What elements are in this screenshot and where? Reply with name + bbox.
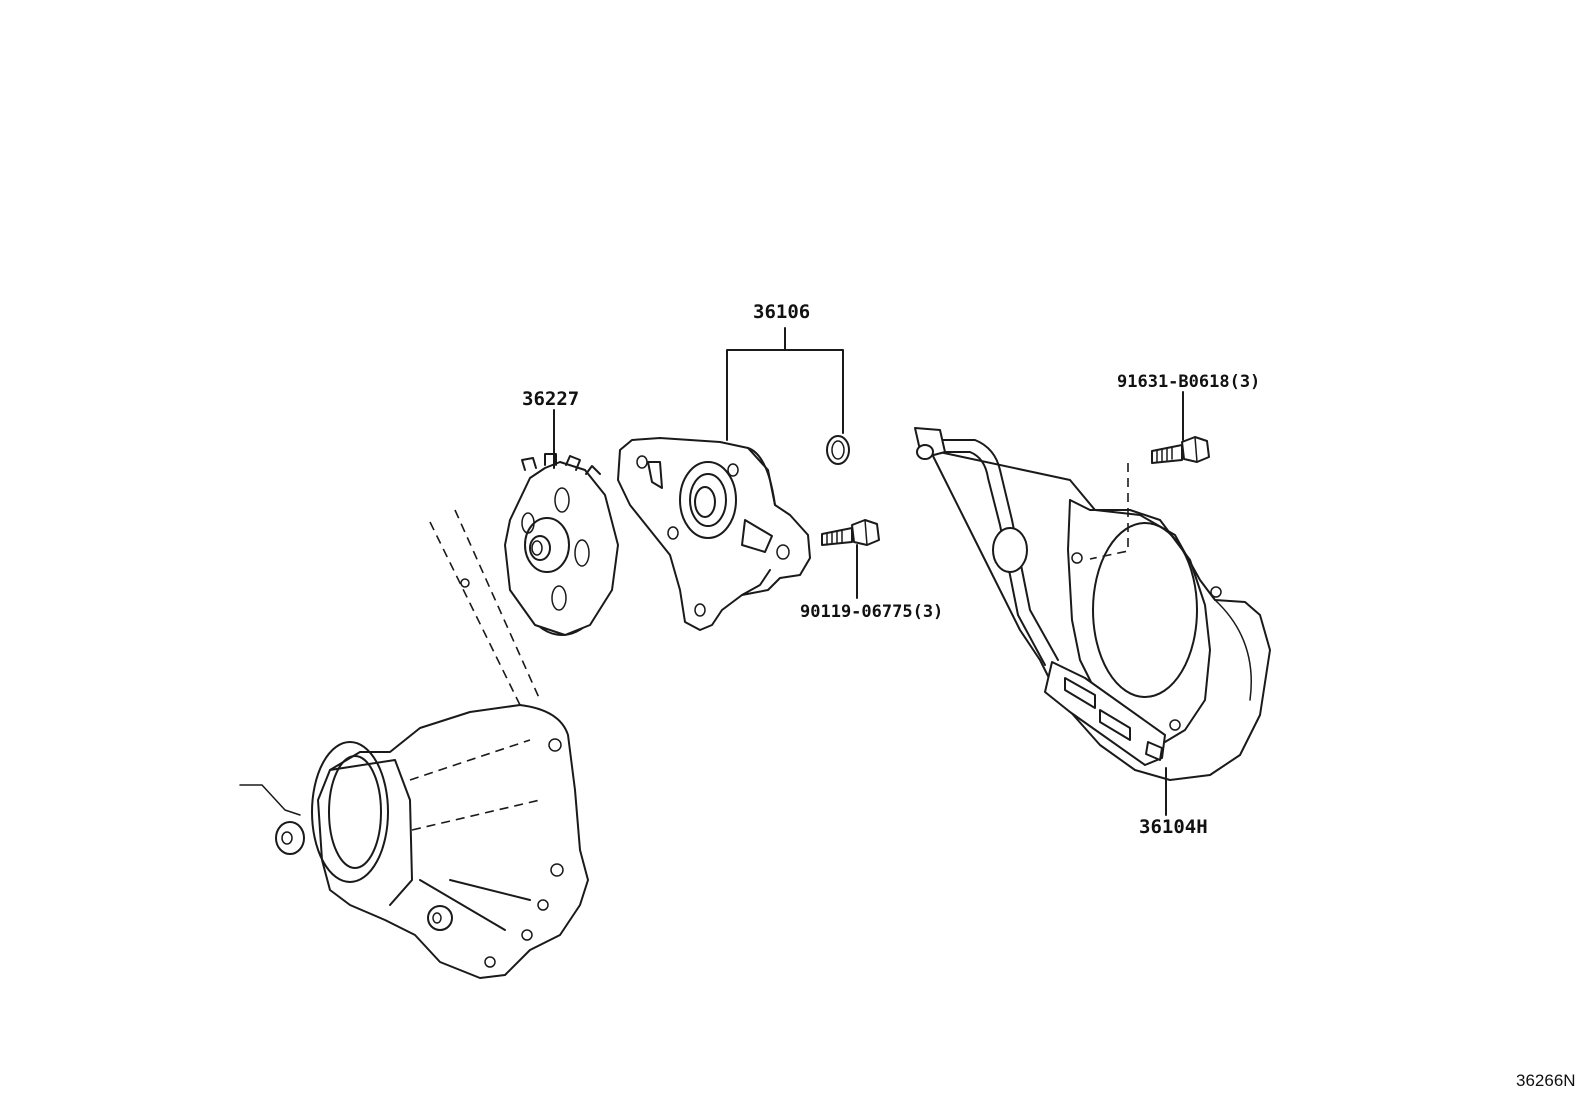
diagram-code: 36266N <box>1516 1071 1576 1090</box>
label-pump-assembly: 36106 <box>753 301 810 323</box>
cover-bolt <box>1151 436 1210 464</box>
leader-lines <box>553 327 1184 816</box>
sprocket <box>504 453 619 636</box>
label-cover-assembly: 36104H <box>1139 816 1208 838</box>
pump-bolt <box>821 519 880 546</box>
label-sprocket: 36227 <box>522 388 579 410</box>
transfer-case-housing <box>239 509 589 979</box>
sensor-tube <box>914 427 1166 766</box>
o-ring <box>826 435 850 465</box>
label-pump-bolt: 90119-06775(3) <box>800 602 943 622</box>
label-cover-bolt: 91631-B0618(3) <box>1117 372 1260 392</box>
oil-pump <box>617 437 811 631</box>
